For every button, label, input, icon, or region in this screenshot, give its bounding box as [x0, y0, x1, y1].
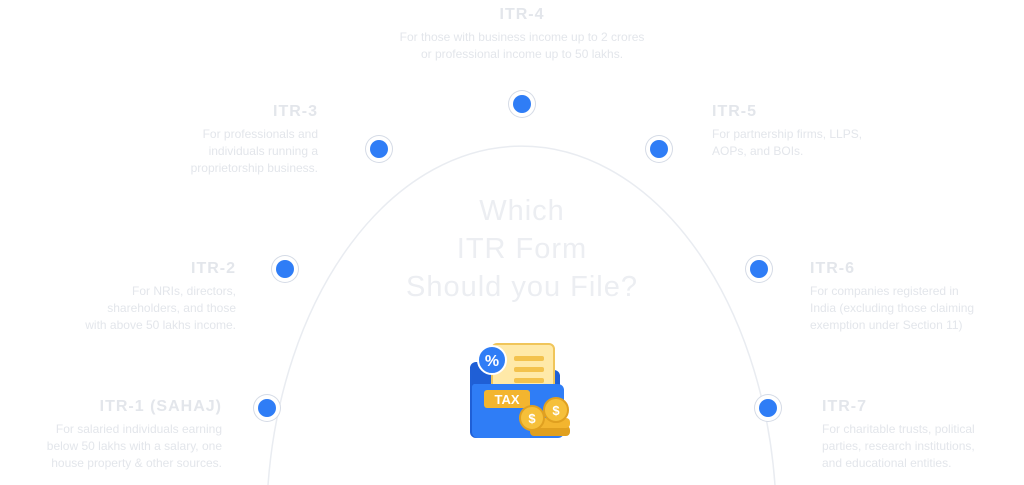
page-title: Which ITR Form Should you File?: [405, 195, 639, 303]
itr-6-description: For companies registered in India (exclu…: [810, 284, 975, 332]
coin-symbol-2: $: [552, 403, 560, 418]
itr-3-marker: [366, 136, 392, 162]
itr-2-description: For NRIs, directors, shareholders, and t…: [85, 284, 236, 332]
itr-6-title: ITR-6: [810, 260, 855, 277]
itr-1-description: For salaried individuals earning below 5…: [46, 422, 222, 470]
itr-5-title: ITR-5: [712, 103, 757, 120]
itr-4-title: ITR-4: [499, 6, 545, 23]
coin-symbol-1: $: [528, 411, 536, 426]
itr-6-marker: [746, 256, 772, 282]
itr-2-title: ITR-2: [191, 260, 236, 277]
itr-1-marker: [254, 395, 280, 421]
itr-4-marker: [509, 91, 535, 117]
itr-5-marker: [646, 136, 672, 162]
itr-7-block: ITR-7 For charitable trusts, political p…: [822, 398, 1012, 472]
itr-2-marker: [272, 256, 298, 282]
itr-4-block: ITR-4 For those with business income up …: [352, 6, 692, 63]
itr-5-block: ITR-5 For partnership firms, LLPS, AOPs,…: [712, 103, 912, 160]
itr-7-title: ITR-7: [822, 398, 867, 415]
itr-7-description: For charitable trusts, political parties…: [822, 422, 975, 470]
itr-3-title: ITR-3: [273, 103, 318, 120]
percent-badge-text: %: [485, 353, 499, 370]
itr-3-description: For professionals and individuals runnin…: [190, 127, 318, 175]
itr-2-block: ITR-2 For NRIs, directors, shareholders,…: [40, 260, 236, 334]
itr-6-block: ITR-6 For companies registered in India …: [810, 260, 1010, 334]
tax-label-text: TAX: [494, 392, 519, 407]
itr-7-marker: [755, 395, 781, 421]
tax-folder-coins-icon: % TAX $ $: [470, 343, 570, 438]
itr-4-description: For those with business income up to 2 c…: [399, 30, 645, 61]
itr-5-description: For partnership firms, LLPS, AOPs, and B…: [712, 127, 863, 158]
itr-3-block: ITR-3 For professionals and individuals …: [140, 103, 318, 177]
itr-1-title: ITR-1 (SAHAJ): [99, 398, 222, 415]
itr-1-block: ITR-1 (SAHAJ) For salaried individuals e…: [20, 398, 222, 472]
